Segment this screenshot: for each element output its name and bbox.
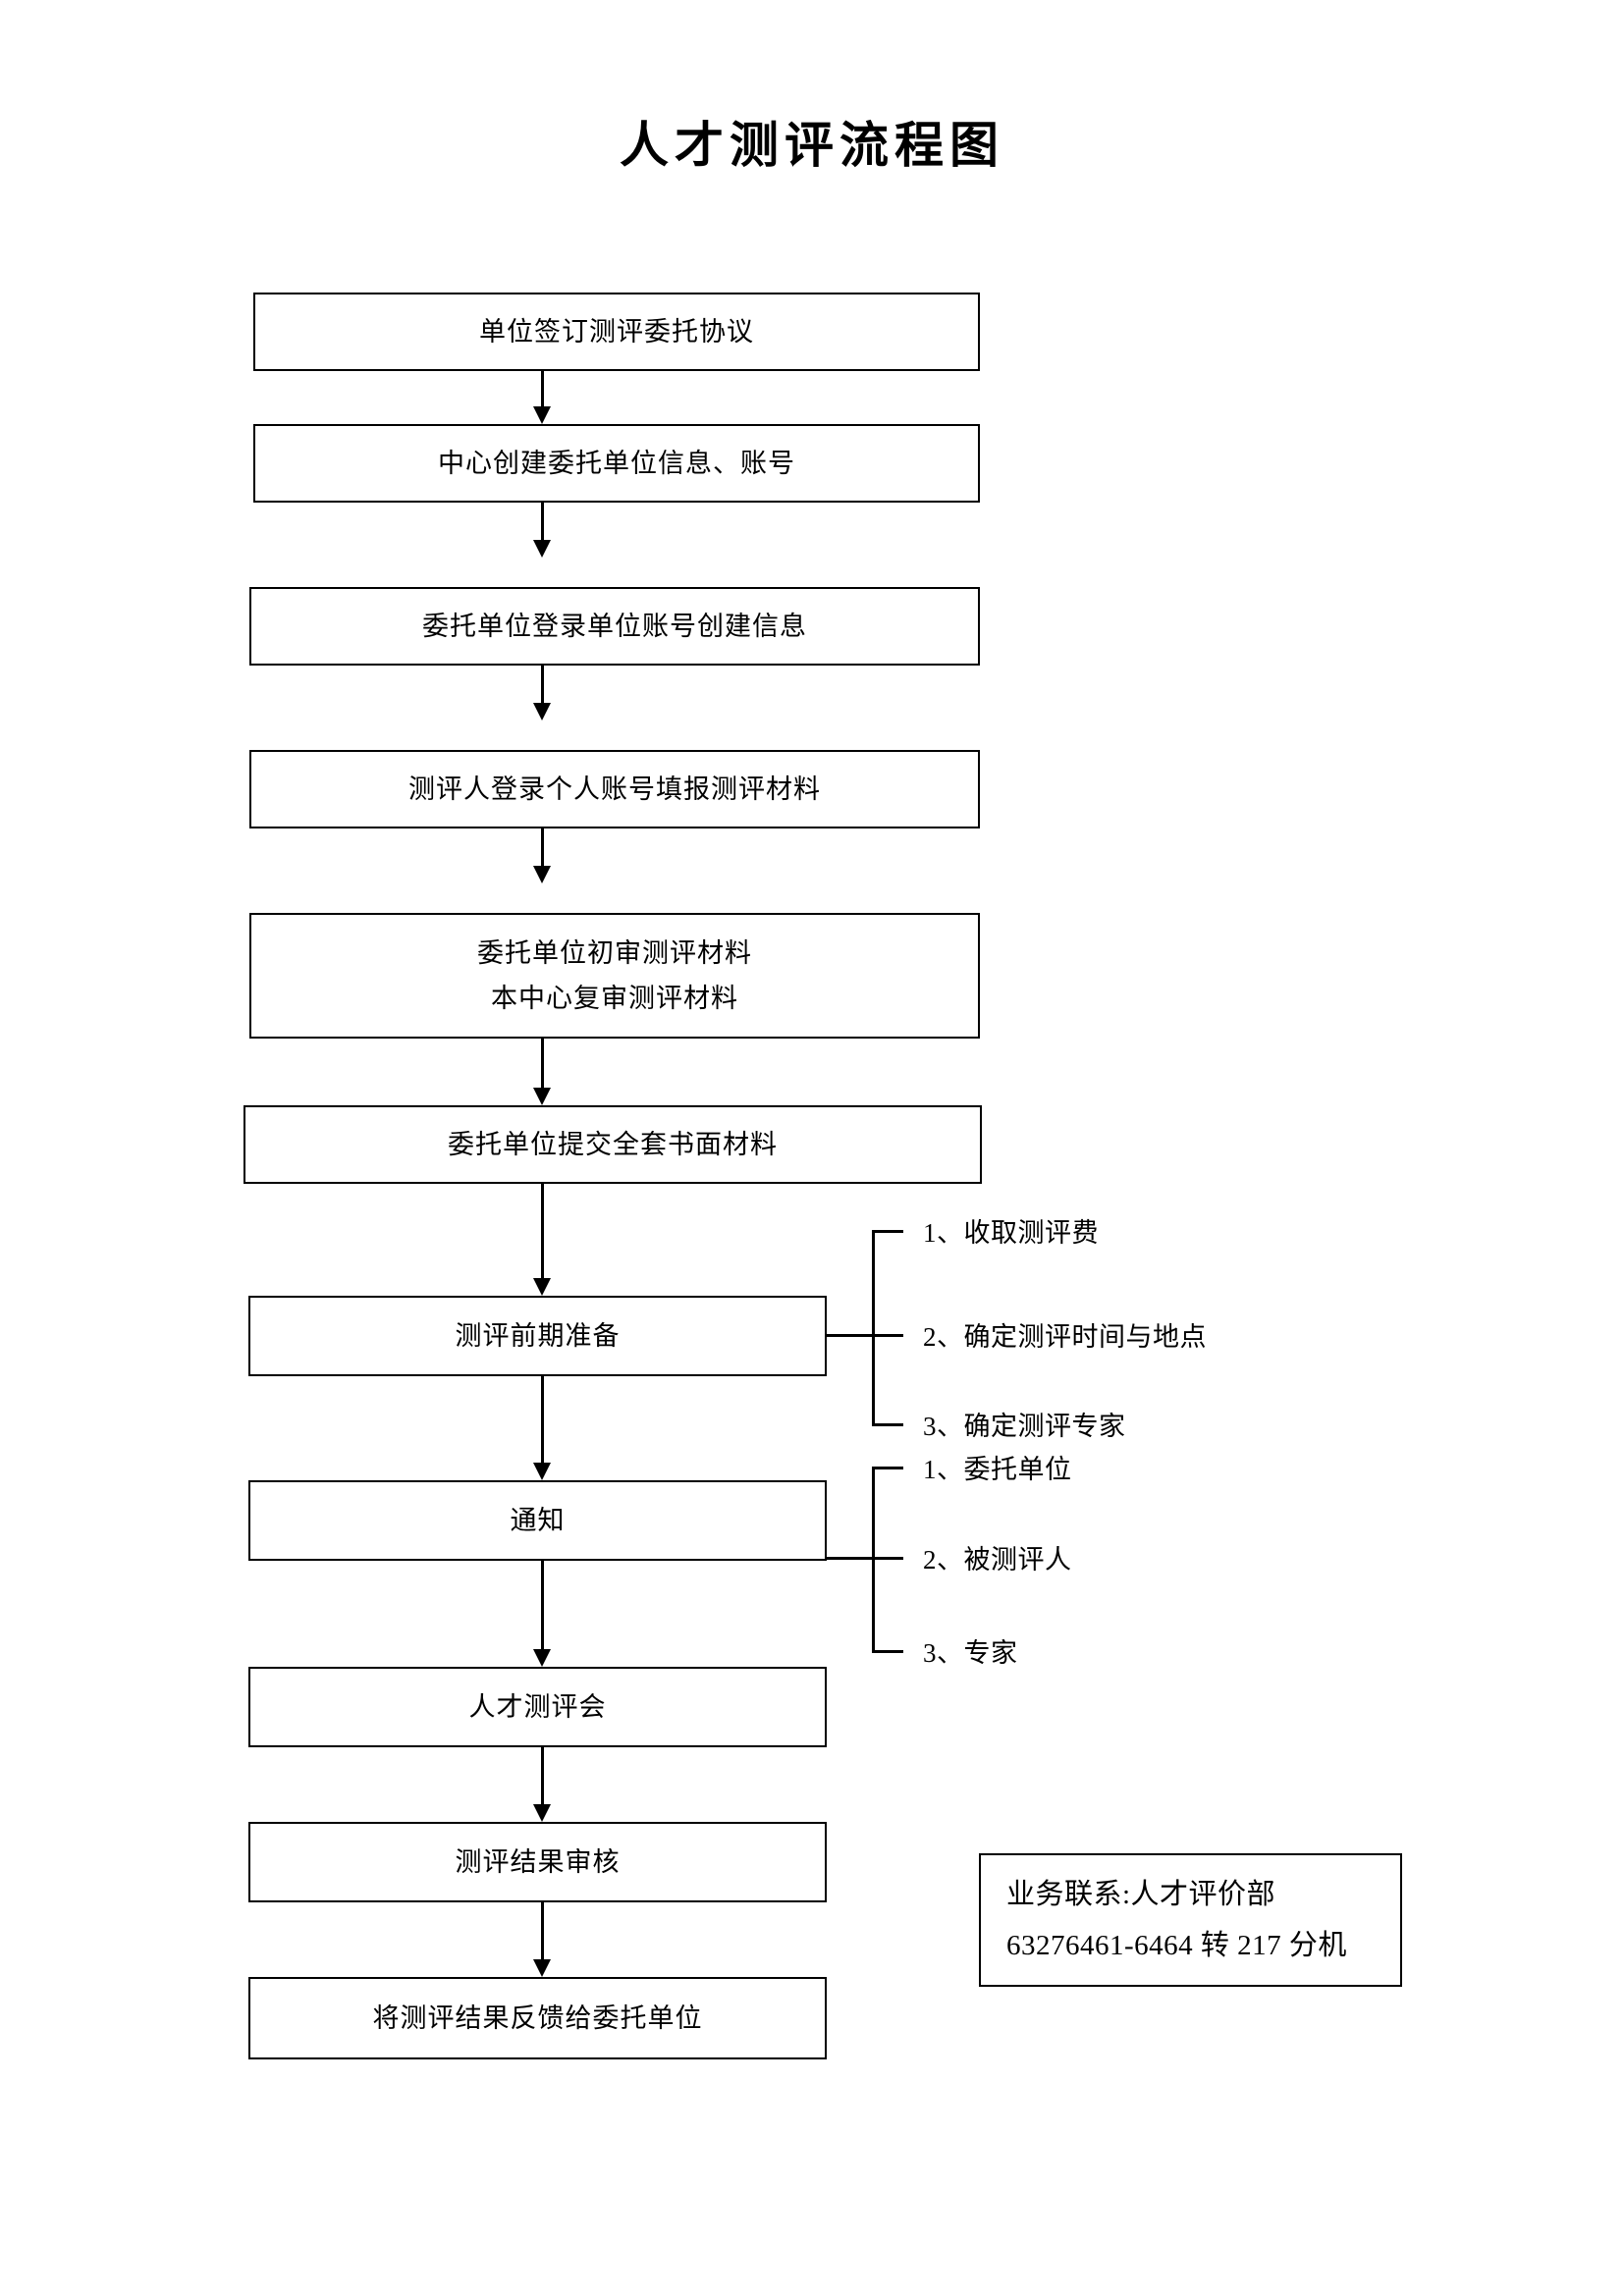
flow-node-notify: 通知: [248, 1480, 827, 1561]
flow-node-submit-paper-materials: 委托单位提交全套书面材料: [244, 1105, 982, 1184]
branch-bracket-preparation: [827, 1230, 935, 1426]
flow-node-label: 通知: [510, 1506, 566, 1535]
connector-shaft: [540, 1902, 544, 1959]
connector-shaft: [540, 828, 544, 866]
flow-node-unit-login-create-info: 委托单位登录单位账号创建信息: [249, 587, 980, 666]
flow-node-sign-agreement: 单位签订测评委托协议: [253, 293, 980, 371]
flow-node-label: 测评前期准备: [455, 1321, 621, 1351]
contact-info-box: 业务联系:人才评价部 63276461-6464 转 217 分机: [979, 1853, 1402, 1987]
arrow-head-icon: [533, 1278, 551, 1296]
branch-item-notification-3: 3、专家: [923, 1638, 1018, 1668]
arrow-head-icon: [533, 1804, 551, 1822]
page-title: 人才测评流程图: [620, 118, 1004, 173]
connector-shaft: [540, 666, 544, 703]
bracket-stem: [827, 1557, 874, 1560]
flow-node-label: 人才测评会: [468, 1692, 607, 1722]
contact-department-label: 业务联系:人才评价部: [1006, 1879, 1276, 1910]
connector-shaft: [540, 1376, 544, 1463]
flow-node-feedback-result: 将测评结果反馈给委托单位: [248, 1977, 827, 2059]
flow-node-assessment-meeting: 人才测评会: [248, 1667, 827, 1747]
connector-shaft: [540, 1747, 544, 1804]
connector-shaft: [540, 503, 544, 540]
branch-item-notification-1: 1、委托单位: [923, 1455, 1072, 1484]
arrow-head-icon: [533, 866, 551, 883]
flow-node-result-review: 测评结果审核: [248, 1822, 827, 1902]
flow-node-label: 中心创建委托单位信息、账号: [438, 449, 795, 478]
bracket-tick: [872, 1423, 903, 1426]
flow-node-label: 委托单位提交全套书面材料: [448, 1130, 778, 1159]
bracket-spine: [872, 1467, 875, 1653]
bracket-tick: [872, 1557, 903, 1560]
connector-shaft: [540, 1039, 544, 1088]
flow-node-label: 测评人登录个人账号填报测评材料: [408, 774, 821, 804]
flow-node-label: 委托单位初审测评材料: [477, 938, 752, 968]
branch-item-preparation-1: 1、收取测评费: [923, 1218, 1099, 1248]
branch-item-notification-2: 2、被测评人: [923, 1545, 1072, 1575]
connector-shaft: [540, 371, 544, 406]
flow-node-label: 将测评结果反馈给委托单位: [372, 2003, 703, 2033]
arrow-head-icon: [533, 1088, 551, 1105]
branch-item-preparation-3: 3、确定测评专家: [923, 1412, 1126, 1441]
contact-phone-label: 63276461-6464 转 217 分机: [1006, 1930, 1347, 1961]
flow-node-label: 本中心复审测评材料: [491, 984, 738, 1013]
bracket-spine: [872, 1230, 875, 1426]
flow-node-pre-assessment-preparation: 测评前期准备: [248, 1296, 827, 1376]
flow-node-create-account: 中心创建委托单位信息、账号: [253, 424, 980, 503]
arrow-head-icon: [533, 540, 551, 558]
arrow-head-icon: [533, 1959, 551, 1977]
bracket-tick: [872, 1650, 903, 1653]
flow-node-label: 单位签订测评委托协议: [479, 317, 754, 347]
connector-shaft: [540, 1561, 544, 1649]
arrow-head-icon: [533, 1463, 551, 1480]
bracket-tick: [872, 1230, 903, 1233]
arrow-head-icon: [533, 703, 551, 721]
flow-node-label: 测评结果审核: [455, 1847, 621, 1877]
arrow-head-icon: [533, 406, 551, 424]
flow-node-review-materials: 委托单位初审测评材料 本中心复审测评材料: [249, 913, 980, 1039]
bracket-tick: [872, 1467, 903, 1469]
arrow-head-icon: [533, 1649, 551, 1667]
bracket-stem: [827, 1334, 874, 1337]
bracket-tick: [872, 1334, 903, 1337]
connector-shaft: [540, 1184, 544, 1278]
flow-node-label: 委托单位登录单位账号创建信息: [422, 612, 807, 641]
flow-node-candidate-submit-materials: 测评人登录个人账号填报测评材料: [249, 750, 980, 828]
branch-item-preparation-2: 2、确定测评时间与地点: [923, 1322, 1207, 1352]
branch-bracket-notification: [827, 1467, 935, 1653]
